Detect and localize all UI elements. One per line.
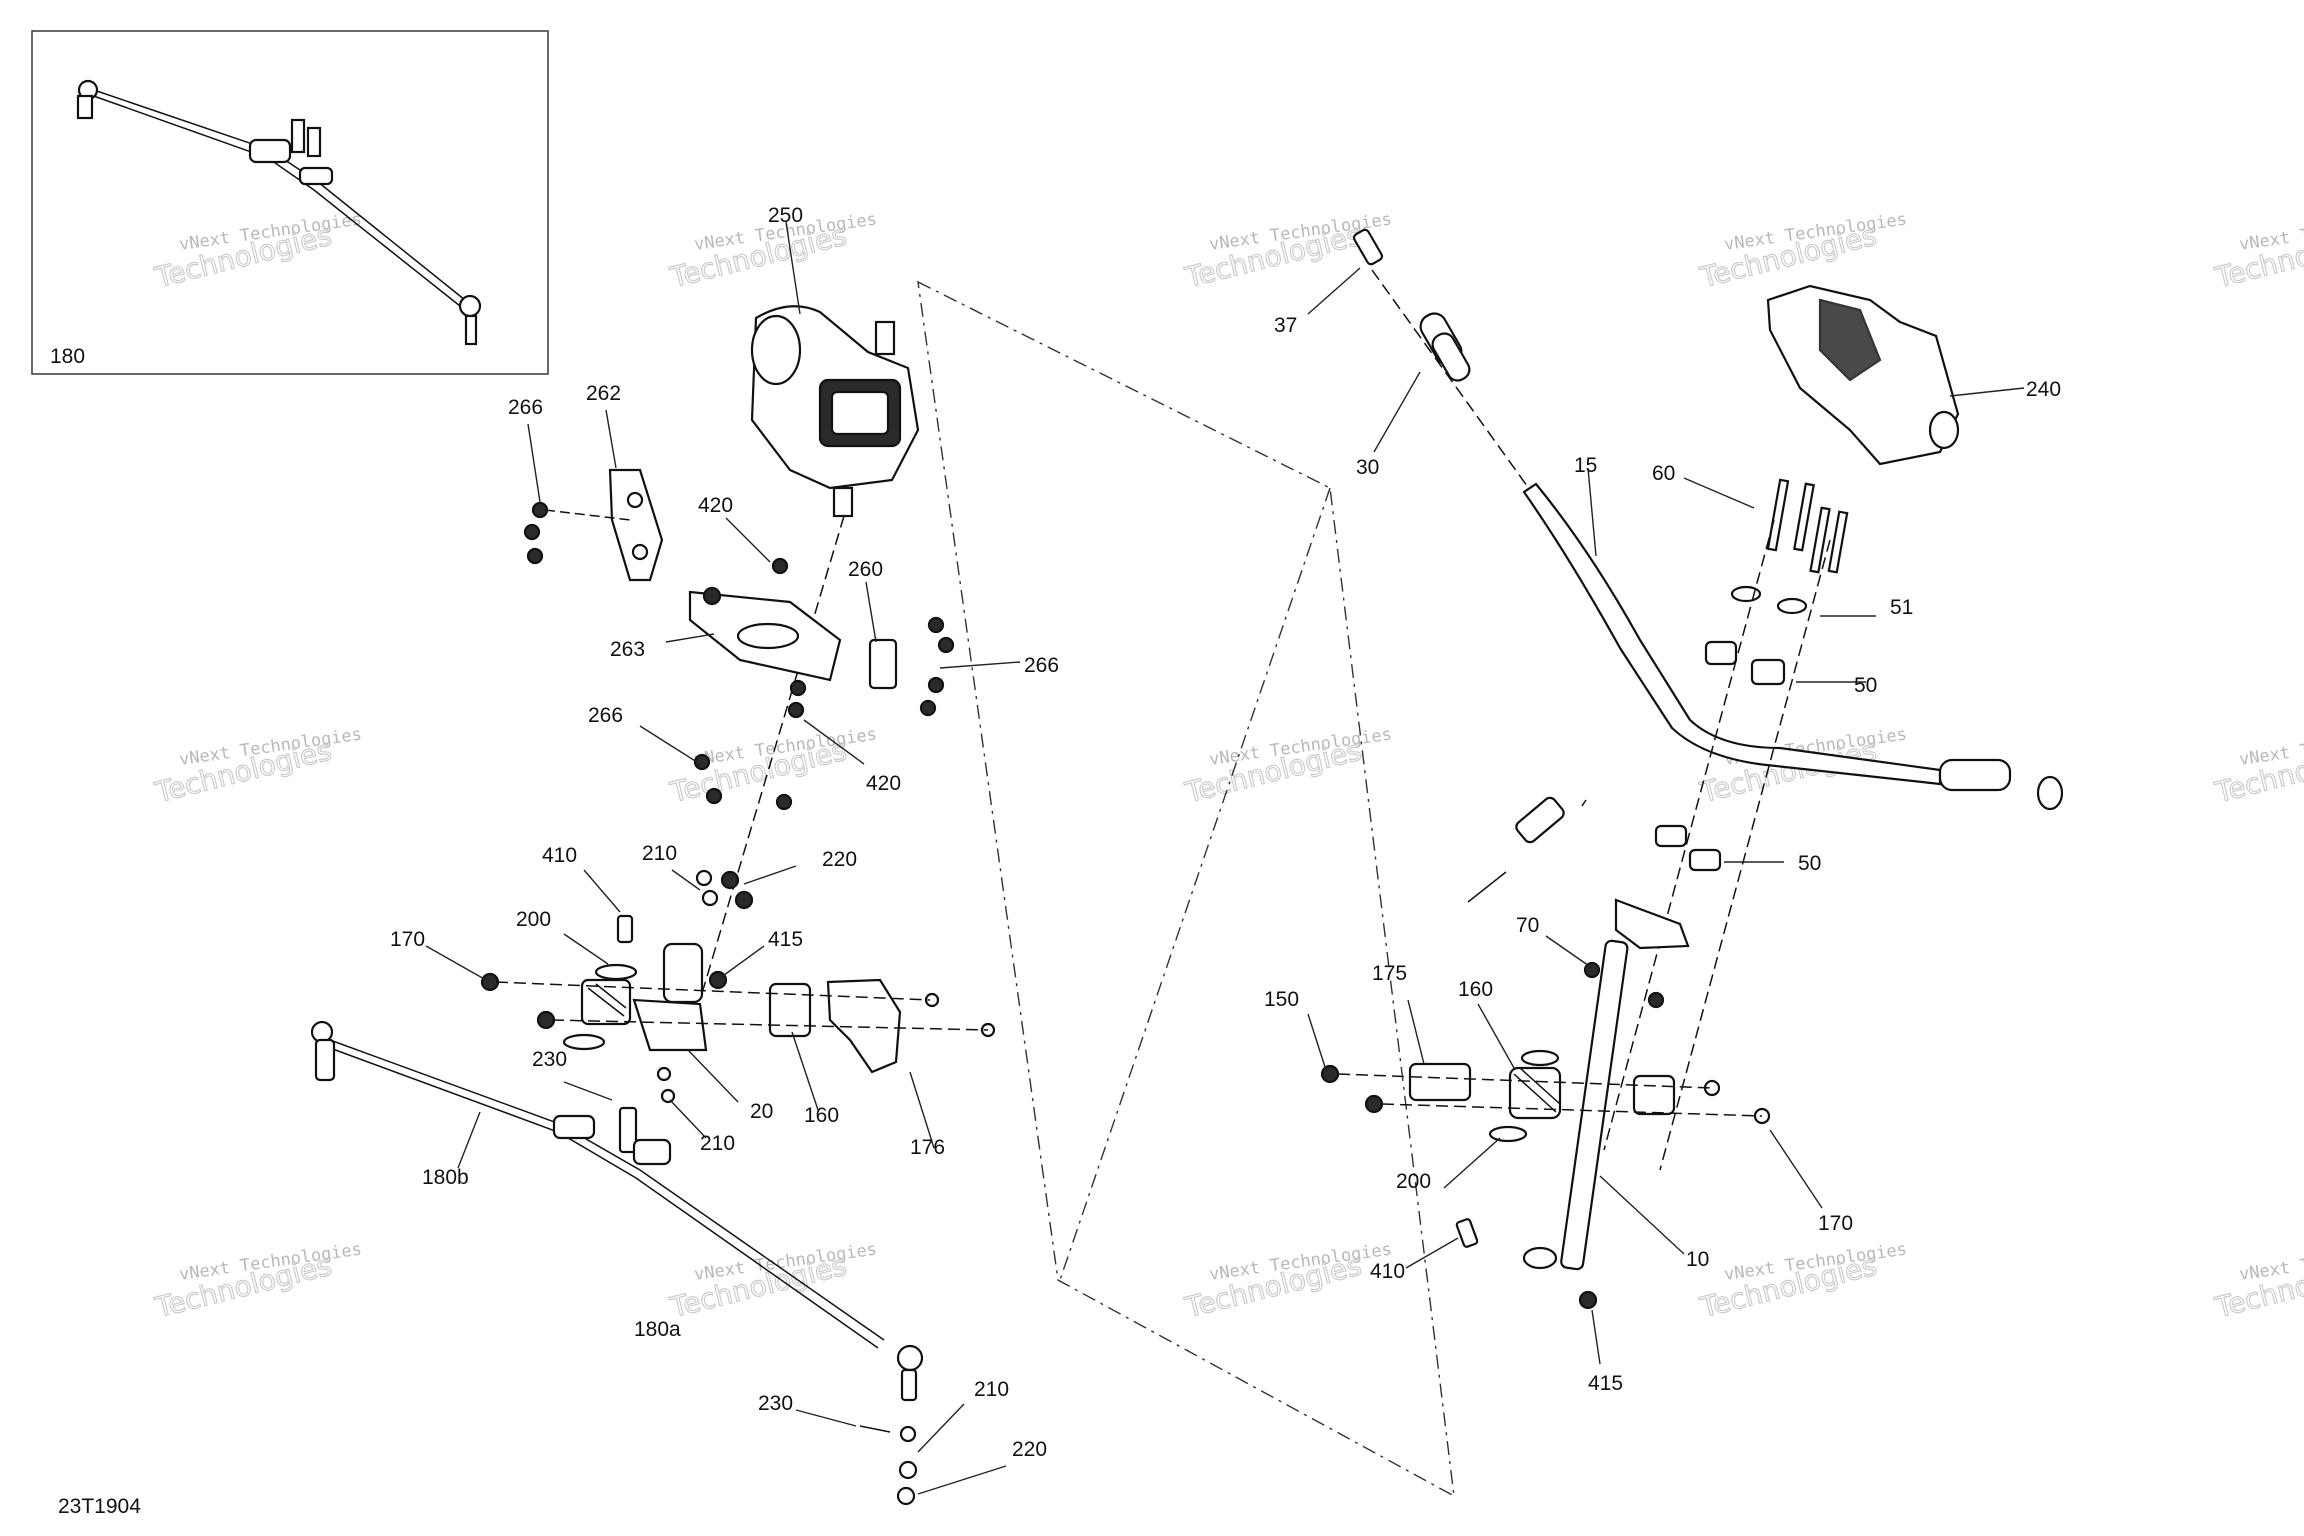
callout-labels: 250 266 262 420 260 263 266 266 420 410 210 220 200 4…	[390, 204, 2061, 1461]
callout-50: 50	[1854, 674, 1877, 697]
callout-266: 266	[588, 704, 623, 727]
inset-tie-rod-assembly: 180	[31, 30, 549, 375]
callout-60: 60	[1652, 462, 1675, 485]
callout-200: 200	[1396, 1170, 1431, 1193]
callout-230: 230	[758, 1392, 793, 1415]
callout-51: 51	[1890, 596, 1913, 619]
callout-420: 420	[866, 772, 901, 795]
inset-label: 180	[50, 345, 85, 368]
callout-266: 266	[508, 396, 543, 419]
callout-410: 410	[1370, 1260, 1405, 1283]
callout-30: 30	[1356, 456, 1379, 479]
mounting-bracket-262	[523, 468, 664, 582]
callout-220: 220	[1012, 1438, 1047, 1461]
callout-180b: 180b	[422, 1166, 469, 1189]
callout-176: 176	[910, 1136, 945, 1159]
callout-175: 175	[1372, 962, 1407, 985]
leader-lines	[425, 221, 2025, 1495]
callout-230: 230	[532, 1048, 567, 1071]
power-steering-unit	[699, 305, 920, 1001]
callout-170: 170	[1818, 1212, 1853, 1235]
callout-10: 10	[1686, 1248, 1709, 1271]
callout-420: 420	[698, 494, 733, 517]
callout-210: 210	[700, 1132, 735, 1155]
callout-70: 70	[1516, 914, 1539, 937]
detail-outline	[917, 280, 1455, 1498]
callout-37: 37	[1274, 314, 1297, 337]
diagram-code: 23T1904	[58, 1495, 141, 1518]
detail-diagonal	[1059, 487, 1331, 1281]
callout-415: 415	[768, 928, 803, 951]
bracket-263	[688, 557, 955, 811]
callout-160: 160	[1458, 978, 1493, 1001]
callout-200: 200	[516, 908, 551, 931]
callout-20: 20	[750, 1100, 773, 1123]
callout-160: 160	[804, 1104, 839, 1127]
steering-column-lower	[480, 869, 996, 1104]
callout-220: 220	[822, 848, 857, 871]
handlebar-cover-240	[1766, 284, 1960, 466]
callout-170: 170	[390, 928, 425, 951]
callout-415: 415	[1588, 1372, 1623, 1395]
clamp-bolts	[1603, 478, 1849, 1171]
callout-250: 250	[768, 204, 803, 227]
callout-240: 240	[2026, 378, 2061, 401]
handlebar-grip-end	[1352, 228, 1531, 491]
callout-180a: 180a	[634, 1318, 681, 1341]
callout-50: 50	[1798, 852, 1821, 875]
callout-263: 263	[610, 638, 645, 661]
callout-260: 260	[848, 558, 883, 581]
callout-410: 410	[542, 844, 577, 867]
tie-rod-assembly	[310, 1020, 924, 1506]
callout-150: 150	[1264, 988, 1299, 1011]
handlebar-15	[1522, 482, 2064, 811]
callout-15: 15	[1574, 454, 1597, 477]
callout-262: 262	[586, 382, 621, 405]
callout-210: 210	[642, 842, 677, 865]
column-bearing-parts	[1320, 1049, 1771, 1310]
callout-266: 266	[1024, 654, 1059, 677]
callout-210: 210	[974, 1378, 1009, 1401]
steering-column-10	[1467, 796, 1690, 1271]
